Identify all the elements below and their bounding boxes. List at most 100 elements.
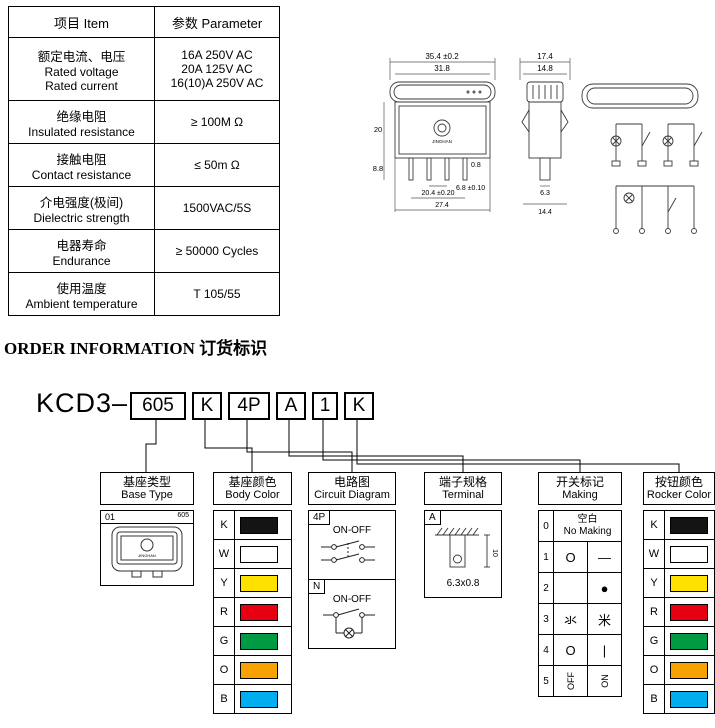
- spec-item-zh: 电器寿命: [56, 238, 107, 253]
- spec-item-en: Insulated resistance: [28, 124, 135, 139]
- color-swatch: [240, 632, 278, 650]
- spec-param: 16(10)A 250V AC: [170, 76, 264, 90]
- making-symbol: |: [587, 635, 621, 665]
- spec-param: ≤ 50m Ω: [194, 158, 240, 172]
- body-color-title-zh: 基座颜色: [228, 475, 277, 489]
- order-code-box-base: 605: [130, 392, 186, 420]
- dim-pin-pitch: 6.8 ±0.10: [456, 185, 485, 192]
- making-symbol: —: [587, 542, 621, 572]
- spec-param: 1500VAC/5S: [182, 201, 252, 215]
- making-table: 0 空白 No Making 1 O — 2 ● 3 氺 米: [538, 510, 622, 697]
- color-option: R: [644, 598, 714, 627]
- color-swatch: [670, 574, 708, 592]
- order-code-box-making: 1: [312, 392, 338, 420]
- color-code: O: [644, 656, 665, 684]
- making-index: 2: [539, 573, 554, 603]
- dim-total-width: 27.4: [435, 202, 449, 209]
- color-swatch: [240, 661, 278, 679]
- making-index: 3: [539, 604, 554, 634]
- base-type-model: 605: [177, 512, 189, 519]
- spec-item-zh: 使用温度: [56, 281, 107, 296]
- dim-base-width: 14.4: [538, 209, 552, 216]
- making-row: 5 OFF ON: [539, 666, 621, 696]
- dim-body-height: 20: [374, 125, 382, 134]
- rocker-color-options: K W Y R G O B: [643, 510, 715, 714]
- body-color-header: 基座颜色 Body Color: [213, 472, 292, 505]
- circuit-diagram-header: 电路图 Circuit Diagram: [308, 472, 396, 505]
- making-title-zh: 开关标记: [555, 475, 604, 489]
- order-code: KCD3– 605 K 4P A 1 K: [0, 388, 715, 422]
- dim-pin-height: 8.8: [373, 164, 383, 173]
- spec-table: 项目 Item 参数 Parameter 额定电流、电压 Rated volta…: [8, 6, 280, 316]
- base-type-title-zh: 基座类型: [122, 475, 171, 489]
- color-option: W: [214, 540, 291, 569]
- spec-item-en: Rated current: [45, 78, 118, 93]
- table-row: 接触电阻 Contact resistance ≤ 50m Ω: [8, 143, 280, 187]
- circuit-item-4p: 4P ON-OFF: [309, 511, 395, 579]
- color-code: R: [644, 598, 665, 626]
- circuit-item-n: N ON-OFF: [309, 579, 395, 648]
- terminal-title-zh: 端子规格: [438, 475, 487, 489]
- base-type-code: 01: [105, 512, 116, 522]
- logo-text: JINGHAN: [432, 139, 452, 144]
- color-code: Y: [644, 569, 665, 597]
- table-row: 使用温度 Ambient temperature T 105/55: [8, 272, 280, 316]
- table-header-row: 项目 Item 参数 Parameter: [8, 6, 280, 38]
- color-option: G: [214, 627, 291, 656]
- rocker-color-title-en: Rocker Color: [646, 489, 712, 501]
- making-row: 4 O |: [539, 635, 621, 666]
- color-swatch: [670, 545, 708, 563]
- order-code-box-terminal: A: [276, 392, 306, 420]
- color-swatch: [240, 690, 278, 708]
- making-symbol: O: [565, 642, 576, 658]
- color-code: G: [214, 627, 235, 655]
- dim-inner-width: 31.8: [434, 64, 450, 73]
- spec-param: ≥ 50000 Cycles: [175, 244, 259, 258]
- terminal-dim-height: 10: [491, 549, 498, 557]
- spec-item-zh: 介电强度(极间): [39, 195, 124, 210]
- terminal-column: 端子规格 Terminal A 10 6.3x0.8: [424, 472, 502, 598]
- making-symbol: [554, 573, 587, 603]
- connector-lines: [145, 420, 680, 472]
- making-row: 0 空白 No Making: [539, 511, 621, 542]
- dim-outer-width: 35.4 ±0.2: [425, 52, 459, 61]
- order-code-box-body-color: K: [192, 392, 222, 420]
- rocker-color-title-zh: 按钮颜色: [654, 475, 703, 489]
- making-row: 2 ●: [539, 573, 621, 604]
- terminal-header: 端子规格 Terminal: [424, 472, 502, 505]
- color-option: B: [644, 685, 714, 713]
- making-symbol: No Making: [563, 526, 612, 537]
- color-swatch: [240, 516, 278, 534]
- color-code: G: [644, 627, 665, 655]
- color-swatch: [240, 603, 278, 621]
- color-option: O: [214, 656, 291, 685]
- color-option: Y: [214, 569, 291, 598]
- color-code: R: [214, 598, 235, 626]
- terminal-body: A 10 6.3x0.8: [424, 510, 502, 598]
- dim-side-inner: 14.8: [537, 64, 553, 73]
- schematic-drawing: [581, 83, 703, 234]
- making-symbol: 米: [587, 604, 621, 634]
- circuit-code: N: [309, 580, 326, 594]
- order-information-title: ORDER INFORMATION 订货标识: [4, 339, 268, 358]
- circuit-diagram-body: 4P ON-OFF N ON-OFF: [308, 510, 396, 649]
- circuit-title-en: Circuit Diagram: [314, 489, 390, 501]
- technical-drawing: 35.4 ±0.2 31.8 JINGHAN 20 8.8 0.8 6.8 ±0…: [373, 52, 703, 234]
- spec-param: 16A 250V AC: [181, 48, 253, 62]
- making-symbol: ●: [587, 573, 621, 603]
- color-option: K: [214, 511, 291, 540]
- color-code: K: [214, 511, 235, 539]
- making-symbol: O: [565, 549, 576, 565]
- color-option: O: [644, 656, 714, 685]
- dim-pin-thickness: 0.8: [471, 162, 481, 169]
- color-code: Y: [214, 569, 235, 597]
- making-title-en: Making: [562, 489, 598, 501]
- color-option: W: [644, 540, 714, 569]
- base-type-logo: JINGHAN: [138, 553, 156, 558]
- color-code: K: [644, 511, 665, 539]
- making-symbol: 氺: [563, 612, 577, 628]
- circuit-title-zh: 电路图: [333, 475, 370, 489]
- making-column: 开关标记 Making 0 空白 No Making 1 O — 2 ●: [538, 472, 622, 697]
- table-row: 绝缘电阻 Insulated resistance ≥ 100M Ω: [8, 100, 280, 144]
